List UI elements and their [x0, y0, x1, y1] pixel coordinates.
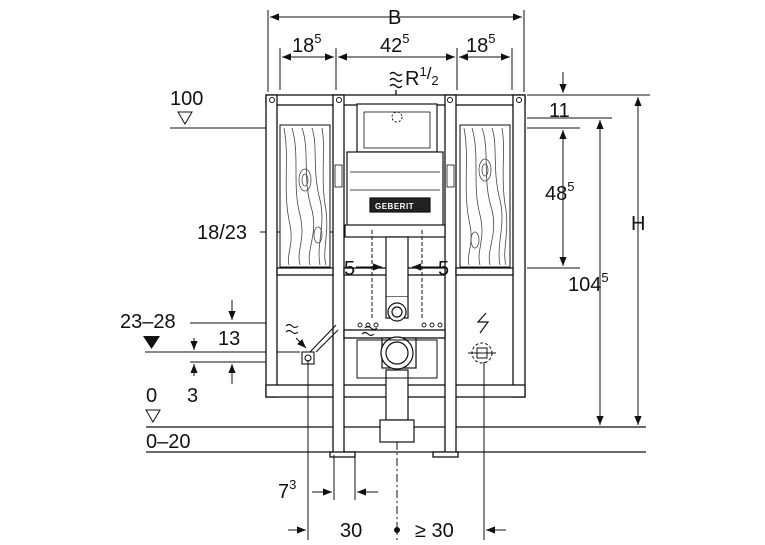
- label-5-left: 5: [344, 258, 355, 280]
- floor-marker-icon: [145, 409, 161, 423]
- water-supply-left-icon: [285, 323, 378, 349]
- wood-panel-right: [459, 124, 511, 268]
- level-100-marker: [170, 111, 266, 129]
- brand-logo: GEBERIT: [375, 202, 414, 211]
- dim-5-5: [356, 230, 440, 320]
- label-30: 30: [340, 520, 362, 542]
- drain-bracket: [356, 339, 438, 379]
- panel-brackets: [334, 164, 455, 188]
- label-height-H: H: [631, 213, 645, 235]
- mounting-holes: [357, 322, 443, 328]
- dim-13-3: [190, 300, 268, 384]
- label-18-23: 18/23: [197, 222, 247, 244]
- drain-connection: [379, 336, 417, 443]
- bottom-dimensions: [288, 360, 506, 540]
- label-top-left: 185: [292, 31, 321, 57]
- label-floor-0-20: 0–20: [146, 431, 191, 453]
- cistern: [344, 103, 446, 238]
- label-supply-connection: R1/2: [405, 64, 439, 90]
- label-top-right: 185: [466, 31, 495, 57]
- label-48: 485: [545, 179, 574, 205]
- label-23-28: 23–28: [120, 311, 176, 333]
- frame-bolts: [269, 97, 522, 103]
- label-3: 3: [187, 385, 198, 407]
- label-top-center: 425: [380, 31, 409, 57]
- label-width-B: B: [388, 7, 401, 29]
- installation-frame: [265, 94, 526, 458]
- label-13: 13: [218, 328, 240, 350]
- label-7: 73: [278, 477, 296, 503]
- electrical-socket: [468, 342, 496, 364]
- label-level-100: 100: [170, 88, 203, 110]
- wood-panel-left: [279, 124, 331, 268]
- water-supply-valve: [301, 324, 339, 365]
- flush-pipe: [385, 236, 409, 322]
- label-11: 11: [549, 100, 570, 122]
- label-ge-30: ≥ 30: [415, 520, 454, 542]
- center-axis-dot: [394, 527, 400, 533]
- floor-level-marker-icon: [143, 336, 160, 349]
- right-dimensions: [527, 72, 650, 425]
- label-104: 1045: [568, 270, 609, 296]
- supply-connection-point: [391, 111, 403, 123]
- electrical-icon: [476, 312, 490, 334]
- label-floor-0: 0: [146, 385, 157, 407]
- label-5-right: 5: [438, 258, 449, 280]
- top-dimensions: [267, 10, 525, 92]
